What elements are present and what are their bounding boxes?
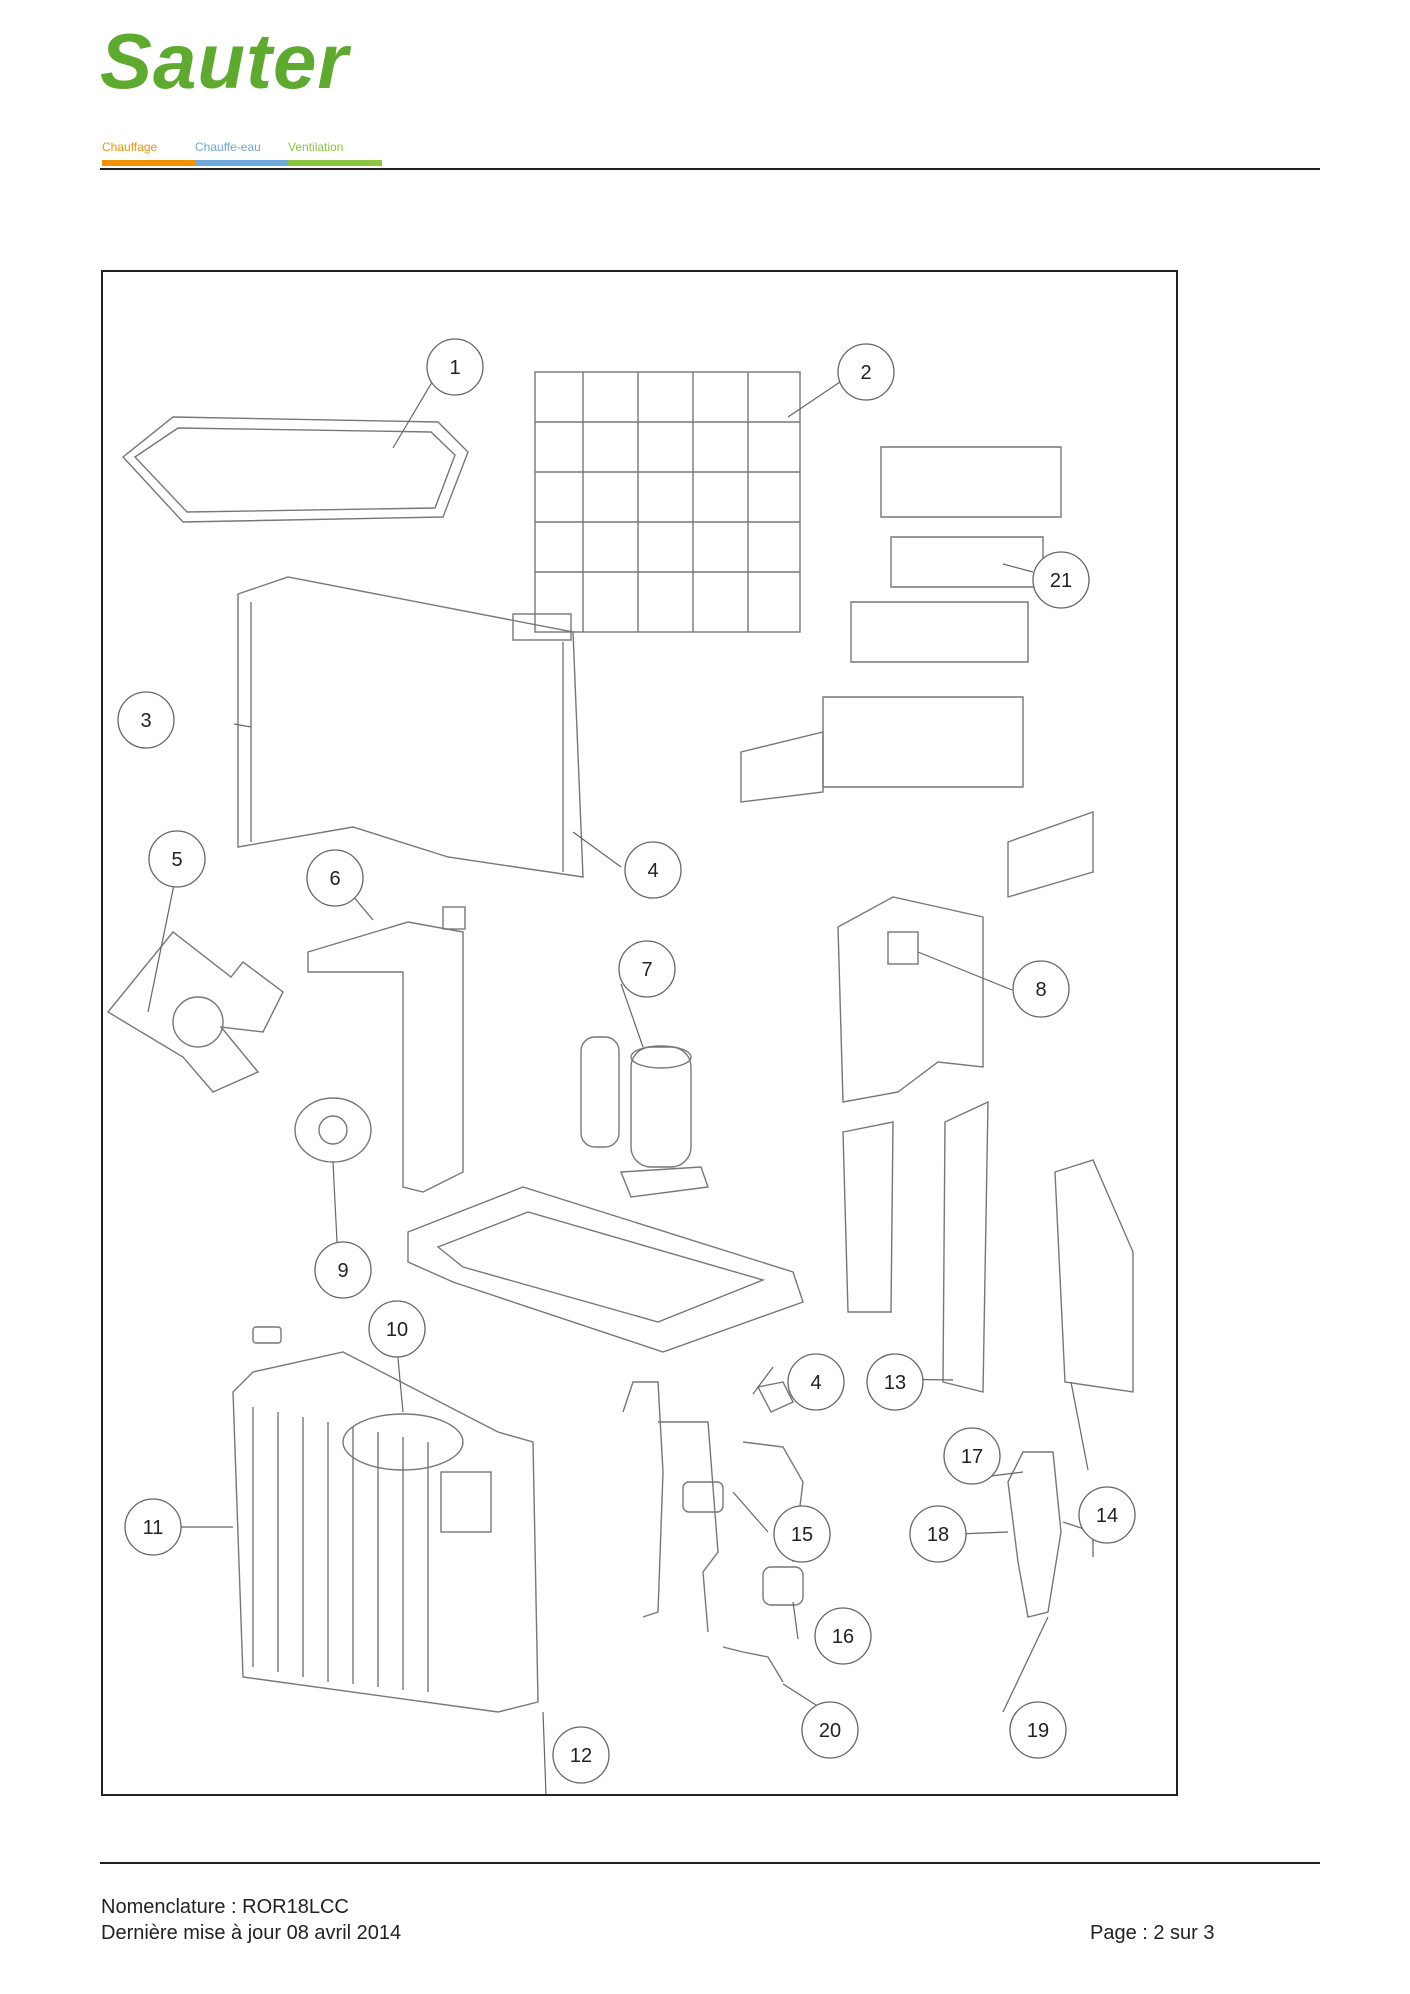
callout-label-14: 14	[1096, 1505, 1118, 1527]
callout-label-12: 12	[570, 1745, 592, 1767]
callout-label-20: 20	[819, 1720, 841, 1742]
part-top-panel	[121, 416, 469, 523]
callout-label-6: 6	[329, 868, 340, 890]
part-compressor	[580, 1036, 709, 1198]
callout-label-4b: 4	[810, 1372, 821, 1394]
callout-label-2: 2	[860, 362, 871, 384]
part-condenser-coil	[237, 576, 584, 878]
category-bar-ventilation	[288, 160, 382, 166]
category-bar-chauffe-eau	[195, 160, 288, 166]
callout-1: 1	[426, 338, 484, 396]
callout-label-9: 9	[337, 1260, 348, 1282]
callout-label-4a: 4	[647, 860, 658, 882]
callout-12: 12	[552, 1726, 610, 1784]
part-motor-bracket	[307, 906, 466, 1193]
callout-label-13: 13	[884, 1372, 906, 1394]
callout-label-15: 15	[791, 1524, 813, 1546]
part-rear-grille	[534, 371, 801, 633]
category-chauffe-eau: Chauffe-eau	[195, 140, 261, 154]
part-valve-group	[1007, 1451, 1094, 1618]
callout-3: 3	[117, 691, 175, 749]
part-right-panel	[1054, 1159, 1134, 1393]
exploded-view-diagram: 1 2 21 3 4 5 6 7 8 9 10 4 13 11 17 15 18…	[106, 338, 1136, 1794]
part-side-panel	[842, 1100, 989, 1393]
footer-update-date: Dernière mise à jour 08 avril 2014	[101, 1922, 402, 1944]
callout-label-19: 19	[1027, 1720, 1049, 1742]
callout-label-3: 3	[140, 710, 151, 732]
callout-11: 11	[124, 1498, 182, 1556]
part-electrical-box	[740, 446, 1094, 898]
callout-6: 6	[306, 849, 364, 907]
callout-15: 15	[773, 1505, 831, 1563]
callout-label-1: 1	[449, 357, 460, 379]
part-front-grille	[232, 1351, 539, 1713]
part-clip	[252, 1326, 282, 1344]
callout-14: 14	[1078, 1486, 1136, 1544]
callout-19: 19	[1009, 1701, 1067, 1759]
part-fan-blade	[106, 931, 284, 1093]
callout-9: 9	[314, 1241, 372, 1299]
footer-rule	[100, 1862, 1320, 1864]
callout-label-21: 21	[1050, 570, 1072, 592]
brand-logo: Sauter	[100, 17, 349, 105]
footer-reference: Nomenclature : ROR18LCC	[101, 1896, 349, 1918]
callout-label-7: 7	[641, 959, 652, 981]
callout-20: 20	[801, 1701, 859, 1759]
callout-label-17: 17	[961, 1446, 983, 1468]
callout-17: 17	[943, 1427, 1001, 1485]
part-fan-motor	[294, 1097, 372, 1163]
callout-13: 13	[866, 1353, 924, 1411]
category-ventilation: Ventilation	[288, 140, 344, 154]
callout-5: 5	[148, 830, 206, 888]
callout-7: 7	[618, 940, 676, 998]
callout-21: 21	[1032, 551, 1090, 609]
callout-label-5: 5	[171, 849, 182, 871]
callout-8: 8	[1012, 960, 1070, 1018]
callout-2: 2	[837, 343, 895, 401]
callout-4b: 4	[787, 1353, 845, 1411]
callout-label-8: 8	[1035, 979, 1046, 1001]
footer-page-number: Page : 2 sur 3	[1090, 1922, 1215, 1944]
callout-label-18: 18	[927, 1524, 949, 1546]
part-base-pan	[407, 1186, 804, 1353]
category-chauffage: Chauffage	[102, 140, 158, 154]
callout-label-11: 11	[143, 1517, 164, 1539]
part-partition-panel	[837, 896, 984, 1103]
header-rule	[100, 168, 1320, 170]
callout-label-16: 16	[832, 1626, 854, 1648]
part-bracket-4	[756, 1381, 794, 1413]
callout-label-10: 10	[386, 1319, 408, 1341]
callout-18: 18	[909, 1505, 967, 1563]
callout-10: 10	[368, 1300, 426, 1358]
callout-4a: 4	[624, 841, 682, 899]
exploded-view-frame: 1 2 21 3 4 5 6 7 8 9 10 4 13 11 17 15 18…	[101, 270, 1178, 1796]
category-bar-chauffage	[102, 160, 195, 166]
category-strip: Chauffage Chauffe-eau Ventilation	[102, 140, 382, 170]
callout-16: 16	[814, 1607, 872, 1665]
